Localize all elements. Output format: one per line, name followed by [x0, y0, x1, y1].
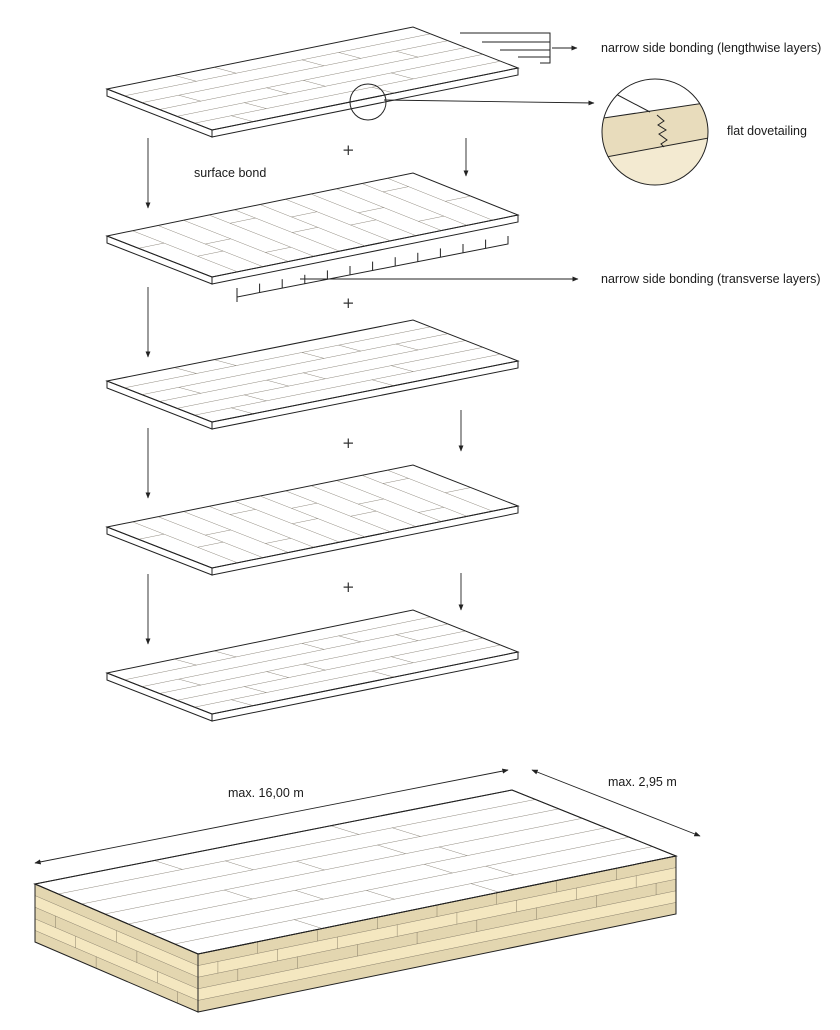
- detail-marker-circle: [349, 83, 387, 121]
- panel-front-face: [34, 884, 199, 1012]
- layer-1-lengthwise: [105, 26, 520, 138]
- board-seams: [132, 178, 493, 273]
- final-clt-panel: [33, 789, 678, 1013]
- board-seams: [132, 469, 493, 564]
- label-surface-bond: surface bond: [194, 166, 266, 180]
- layer-5-lengthwise: [105, 609, 520, 722]
- layer-4-transverse: [105, 464, 520, 576]
- board-seams: [124, 616, 501, 708]
- width-dimension-line: [531, 769, 701, 837]
- length-dimension-line: [34, 768, 509, 865]
- transverse-bonding-comb: [236, 236, 509, 302]
- plus-sign-1: +: [342, 141, 355, 159]
- layers-stack: [105, 26, 520, 722]
- dovetail-detail: [349, 78, 709, 186]
- label-max-width: max. 2,95 m: [608, 775, 677, 789]
- layer-3-lengthwise: [105, 319, 520, 430]
- board-seams: [124, 33, 501, 124]
- plus-sign-3: +: [342, 434, 355, 452]
- plus-sign-2: +: [342, 294, 355, 312]
- label-max-length: max. 16,00 m: [228, 786, 304, 800]
- label-transverse-bonding: narrow side bonding (transverse layers): [601, 272, 821, 286]
- detail-lens-circle: [601, 78, 709, 186]
- label-lengthwise-bonding: narrow side bonding (lengthwise layers): [601, 41, 821, 55]
- lengthwise-bonding-comb: [460, 32, 551, 64]
- layer-2-transverse: [105, 172, 520, 285]
- board-seams: [124, 326, 501, 416]
- panel-side-face: [197, 856, 677, 1012]
- assembly-arrows: [145, 138, 469, 645]
- plus-sign-4: +: [342, 578, 355, 596]
- label-flat-dovetailing: flat dovetailing: [727, 124, 807, 138]
